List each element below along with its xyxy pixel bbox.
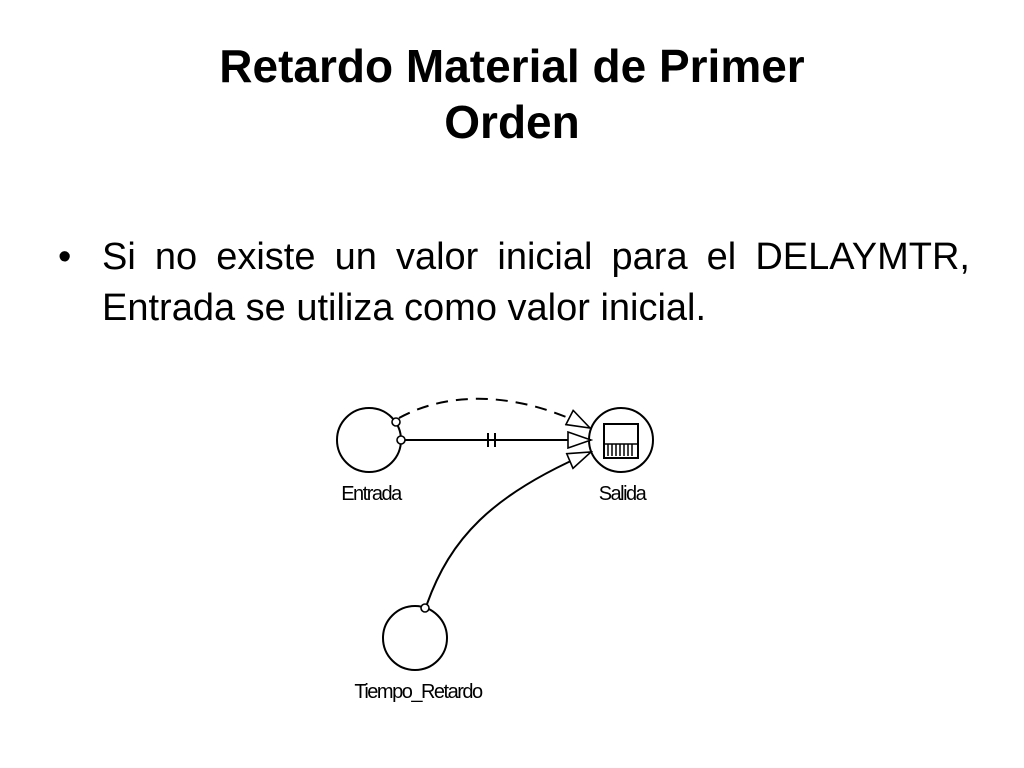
tiempo-retardo-node: Tiempo_Retardo (354, 605, 484, 703)
bullet-item: • Si no existe un valor inicial para el … (58, 232, 970, 334)
entrada-label: Entrada (341, 483, 403, 505)
dashed-link-entrada-salida (391, 397, 590, 428)
bullet-text: Si no existe un valor inicial para el DE… (102, 236, 970, 329)
salida-label: Salida (599, 483, 648, 505)
salida-circle (588, 407, 654, 473)
bullet-marker: • (58, 236, 72, 278)
slide-title-line-1: Retardo Material de Primer (219, 40, 805, 92)
bullet-list: • Si no existe un valor inicial para el … (58, 232, 970, 334)
link-tiempo-retardo-salida (420, 452, 591, 613)
slide-title: Retardo Material de Primer Orden (0, 38, 1024, 150)
salida-node: Salida (588, 407, 654, 505)
tiempo-retardo-circle (382, 605, 448, 671)
tiempo-retardo-label: Tiempo_Retardo (354, 681, 483, 703)
entrada-circle (336, 407, 402, 473)
slide-title-line-2: Orden (444, 96, 580, 148)
delay-icon (603, 423, 639, 459)
solid-link-entrada-salida (396, 433, 591, 447)
